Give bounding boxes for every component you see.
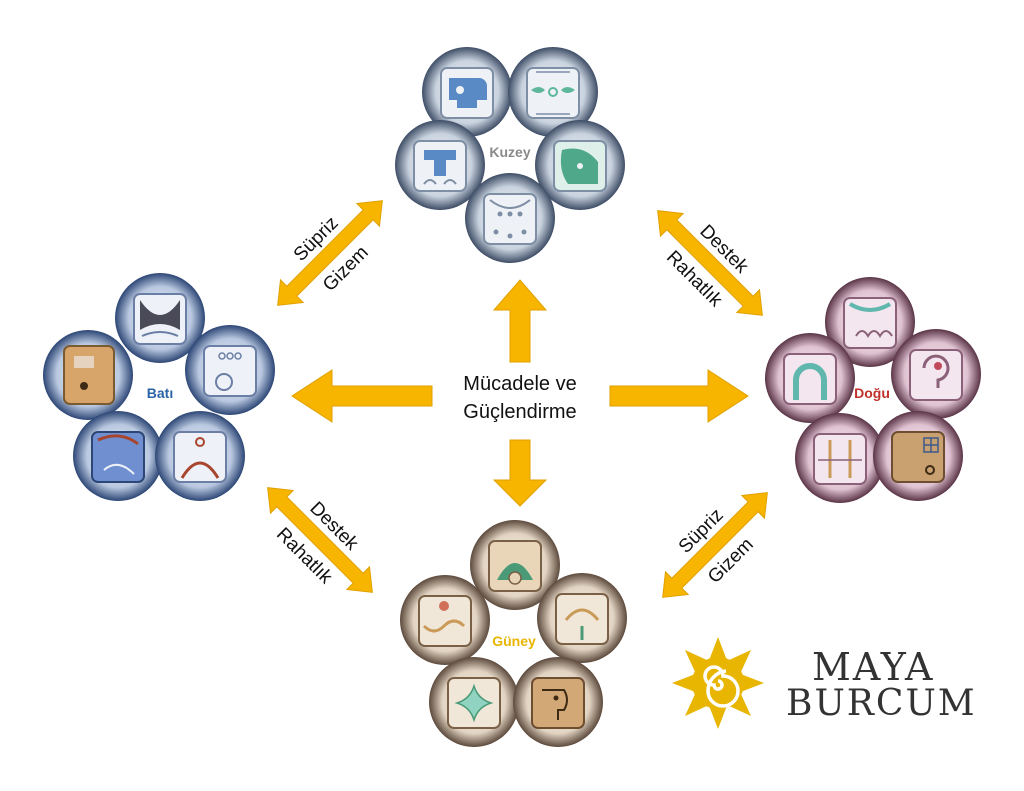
cluster-west: Batı <box>43 273 275 501</box>
glyph-south-profile <box>513 657 603 747</box>
glyph-west-legs <box>155 411 245 501</box>
arrow-center-down <box>492 439 548 507</box>
glyph-east-pillar <box>795 413 885 503</box>
glyph-north-face <box>535 120 625 210</box>
glyph-south-eye <box>400 575 490 665</box>
glyph-north-teal <box>508 47 598 137</box>
glyph-west-right <box>185 325 275 415</box>
cluster-label-west: Batı <box>147 385 173 401</box>
cluster-east: Doğu <box>765 277 981 503</box>
cluster-south: Güney <box>400 520 627 747</box>
center-label-line2: Güçlendirme <box>463 401 576 423</box>
maya-sun-logo-icon <box>672 637 764 729</box>
glyph-north-tee <box>395 120 485 210</box>
cluster-label-east: Doğu <box>854 385 890 401</box>
glyph-west-orange <box>43 330 133 420</box>
glyph-west-top <box>115 273 205 363</box>
arrow-center-left <box>291 369 433 423</box>
arrow-ne: Destek Rahatlık <box>657 210 763 316</box>
arrow-center-up <box>492 279 548 363</box>
glyph-east-top <box>825 277 915 367</box>
logo-text-line1: MAYA <box>812 645 935 689</box>
glyph-south-right <box>537 573 627 663</box>
arrow-sw: Destek Rahatlık <box>267 487 373 593</box>
center-label-line1: Mücadele ve <box>463 373 576 395</box>
glyph-east-question <box>891 329 981 419</box>
arrow-se: Süpriz Gizem <box>662 492 768 598</box>
glyph-south-star <box>429 657 519 747</box>
glyph-east-grid <box>873 411 963 501</box>
glyph-west-bird <box>73 411 163 501</box>
arrow-center-right <box>609 369 749 423</box>
cluster-label-north: Kuzey <box>489 144 530 160</box>
cluster-label-south: Güney <box>492 633 536 649</box>
glyph-north-dots <box>465 173 555 263</box>
glyph-south-top <box>470 520 560 610</box>
cluster-north: Kuzey <box>395 47 625 263</box>
glyph-east-arch <box>765 333 855 423</box>
arrow-nw: Süpriz Gizem <box>277 200 383 306</box>
glyph-north-skull <box>422 47 512 137</box>
logo-text-line2: BURCUM <box>786 683 977 724</box>
